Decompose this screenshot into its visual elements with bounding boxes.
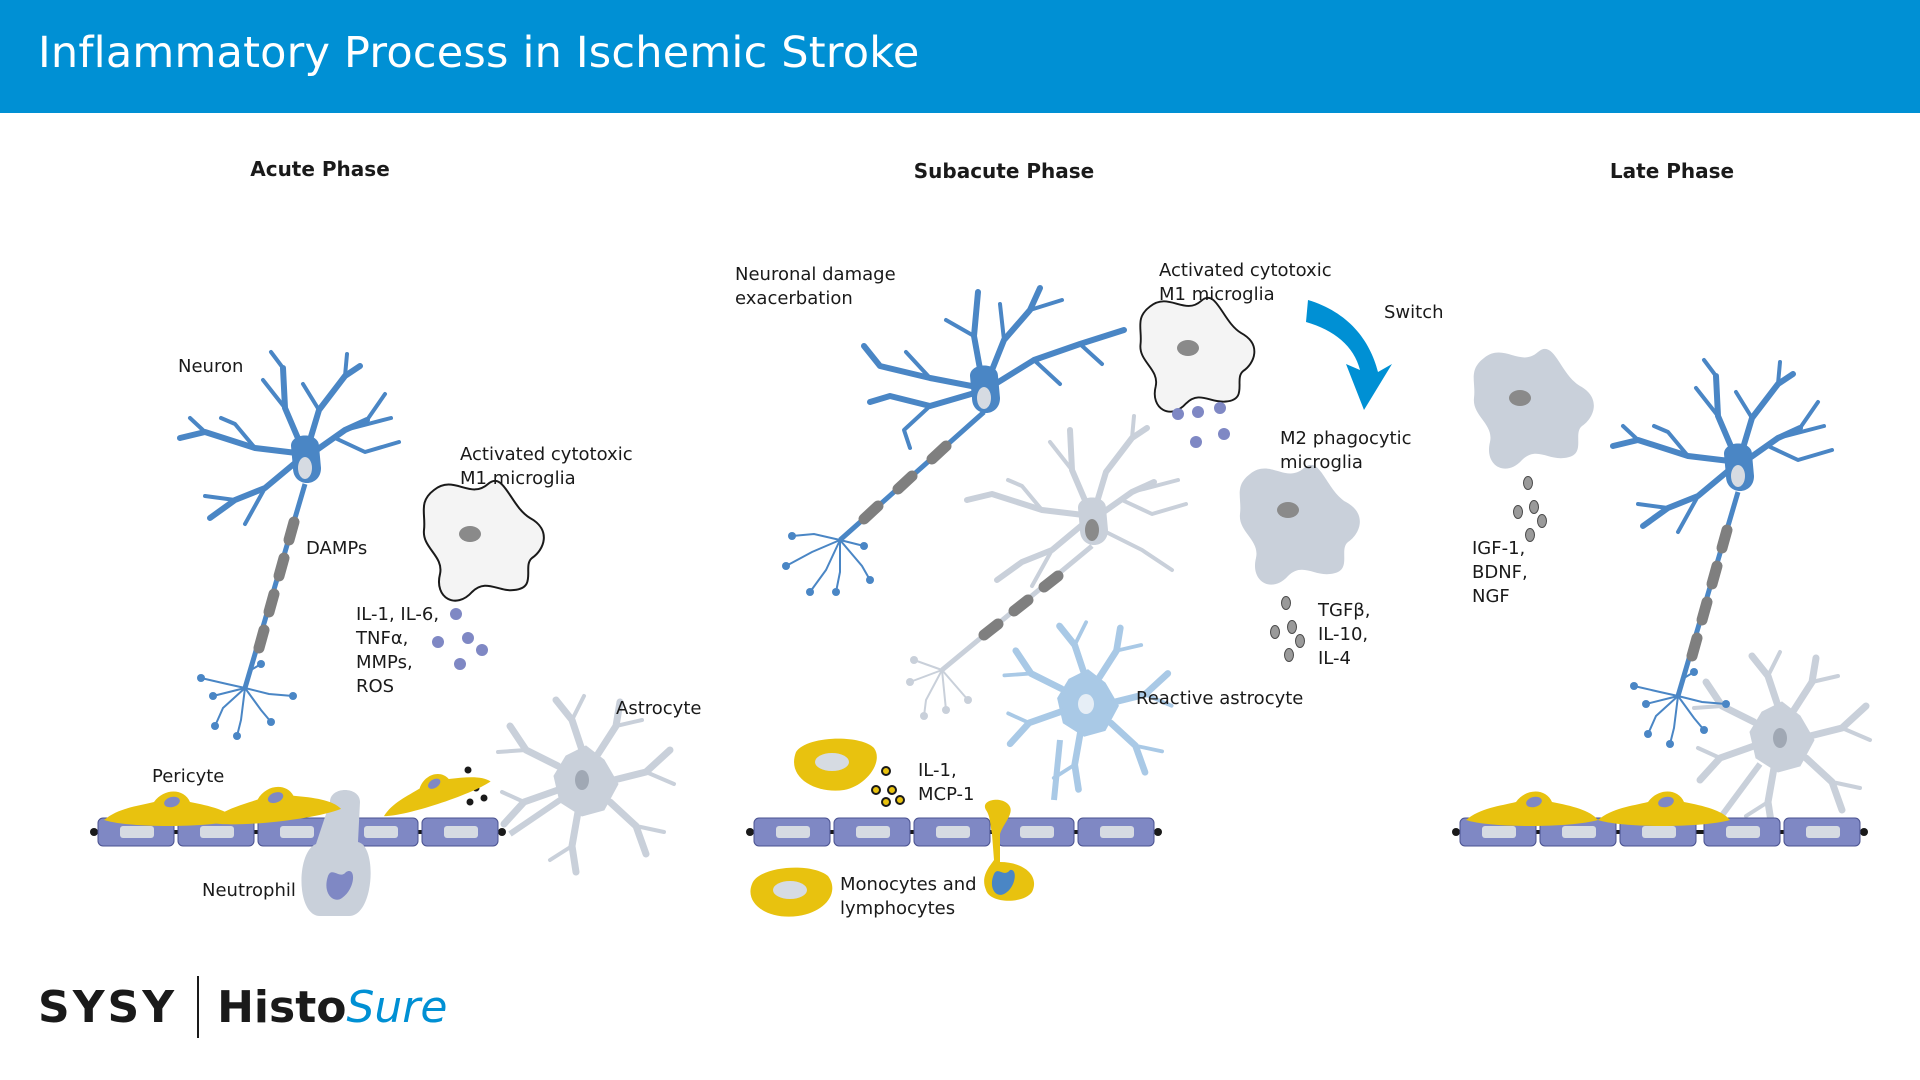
- label-damps: DAMPs: [306, 538, 367, 559]
- neutrophil-nucleus: [326, 870, 354, 900]
- m2-microglia: [1239, 464, 1360, 585]
- label-tgf-line2: IL-10,: [1318, 624, 1368, 645]
- acute-phase-panel: Acute Phase Neuron DAMPs Activated cytot…: [90, 157, 701, 917]
- il1-mcp1-dots: [871, 766, 905, 807]
- label-monocytes-line2: lymphocytes: [840, 898, 955, 919]
- anti-inflammatory-dots: [1270, 596, 1305, 662]
- m1-microglia-acute: [422, 479, 545, 602]
- page-title: Inflammatory Process in Ischemic Stroke: [38, 28, 920, 78]
- cytokine-dots-acute: [432, 608, 488, 670]
- logo-sysy-text: SYSY: [38, 981, 178, 1033]
- label-reactive-astrocyte: Reactive astrocyte: [1136, 688, 1303, 709]
- label-monocytes-line1: Monocytes and: [840, 874, 977, 895]
- label-il1-line1: IL-1,: [918, 760, 957, 781]
- label-tgf-line1: TGFβ,: [1317, 600, 1371, 621]
- blood-vessel-subacute: [746, 817, 1162, 847]
- pericyte-3: [376, 758, 493, 821]
- late-phase-panel: Late Phase IGF-1, BDNF, NGF: [1452, 159, 1870, 847]
- label-neuron: Neuron: [178, 356, 243, 377]
- growth-factor-dots: [1513, 476, 1547, 542]
- label-subacute-microglia-line1: Activated cytotoxic: [1159, 260, 1332, 281]
- m1-microglia-nucleus: [459, 526, 481, 542]
- label-neutrophil: Neutrophil: [202, 880, 296, 901]
- label-microglia-line1: Activated cytotoxic: [460, 444, 633, 465]
- label-subacute-microglia-line2: M1 microglia: [1159, 284, 1275, 305]
- m1-microglia-subacute: [1139, 296, 1256, 413]
- logo-sure-text: Sure: [346, 981, 448, 1033]
- logo-divider: [197, 976, 200, 1038]
- label-switch: Switch: [1384, 302, 1444, 323]
- logo-histo-text: Histo: [217, 981, 347, 1033]
- subacute-phase-title: Subacute Phase: [914, 159, 1095, 183]
- label-microglia-line2: M1 microglia: [460, 468, 576, 489]
- resting-microglia: [1473, 348, 1594, 469]
- label-gf-line1: IGF-1,: [1472, 538, 1525, 559]
- damaged-neuron-faded: [906, 416, 1186, 720]
- neuron-subacute: [782, 285, 1127, 596]
- label-cytokines-line1: IL-1, IL-6,: [356, 604, 439, 625]
- switch-arrow: [1306, 300, 1392, 410]
- label-pericyte: Pericyte: [152, 766, 224, 787]
- late-phase-title: Late Phase: [1610, 159, 1734, 183]
- subacute-phase-panel: Subacute Phase Neuronal damage exacerbat…: [735, 159, 1444, 919]
- cytokine-dots-subacute: [1172, 402, 1230, 448]
- label-il1-line2: MCP-1: [918, 784, 975, 805]
- label-m2-line2: microglia: [1280, 452, 1363, 473]
- blood-vessel-late: [1452, 817, 1868, 847]
- label-cytokines-line2: TNFα,: [355, 628, 408, 649]
- neutrophil: [301, 790, 371, 917]
- pericyte-late-2: [1598, 791, 1730, 826]
- label-gf-line2: BDNF,: [1472, 562, 1528, 583]
- label-cytokines-line3: MMPs,: [356, 652, 413, 673]
- pericyte-late-1: [1466, 791, 1598, 826]
- label-cytokines-line4: ROS: [356, 676, 394, 697]
- label-astrocyte: Astrocyte: [616, 698, 701, 719]
- label-tgf-line3: IL-4: [1318, 648, 1351, 669]
- label-m2-line1: M2 phagocytic: [1280, 428, 1412, 449]
- acute-phase-title: Acute Phase: [250, 157, 390, 181]
- neuron-late: [1613, 360, 1832, 748]
- header-bar: Inflammatory Process in Ischemic Stroke: [0, 0, 1920, 113]
- label-damage-line1: Neuronal damage: [735, 264, 896, 285]
- label-gf-line3: NGF: [1472, 586, 1510, 607]
- label-damage-line2: exacerbation: [735, 288, 853, 309]
